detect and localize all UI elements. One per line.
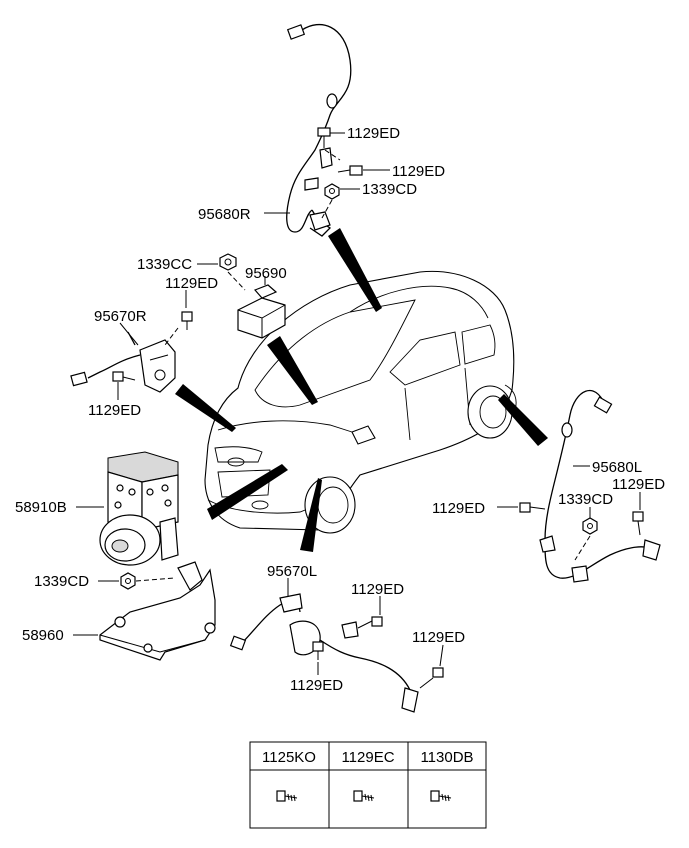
label-1339CD-top: 1339CD [362, 181, 417, 198]
bolt-icon [357, 616, 383, 629]
beam-yaw-sensor [267, 336, 318, 405]
table-header-3: 1130DB [420, 749, 473, 766]
bolt-icon [112, 371, 136, 382]
label-1129ED-front-left-c: 1129ED [412, 629, 465, 646]
beam-rear-left [498, 394, 548, 446]
label-95690: 95690 [245, 265, 287, 282]
hecu-bracket [73, 561, 216, 661]
bolt-icon [181, 311, 193, 330]
rear-left-wheel-speed-sensor [497, 390, 661, 583]
label-95670L: 95670L [267, 563, 317, 580]
front-left-wheel-speed-sensor [229, 578, 444, 713]
label-1339CC: 1339CC [137, 256, 192, 273]
bolt-icon [519, 502, 546, 513]
label-58910B: 58910B [15, 499, 67, 516]
label-1129ED-front-left-a: 1129ED [351, 581, 404, 598]
beam-rear-right [328, 228, 382, 312]
label-1129ED-rear-left-a: 1129ED [432, 500, 485, 517]
table-header-1: 1125KO [262, 749, 316, 766]
beam-hecu [207, 464, 288, 520]
bolt-icon [337, 165, 363, 176]
bolt-icon [317, 127, 331, 148]
nut-icon [120, 572, 136, 590]
part-labels: 95680R 1129ED 1129ED 1339CD 1339CC 1129E… [15, 125, 665, 694]
label-1129ED-rear-left-b: 1129ED [612, 476, 665, 493]
nut-icon [219, 253, 237, 271]
nut-icon [582, 517, 598, 535]
yaw-rate-sensor [181, 253, 286, 339]
beam-front-left [300, 478, 322, 552]
label-1339CD-bracket: 1339CD [34, 573, 89, 590]
bolt-icon [312, 641, 324, 660]
label-1339CD-rear-left: 1339CD [558, 491, 613, 508]
table-header-2: 1129EC [341, 749, 394, 766]
pointer-beams [175, 228, 548, 552]
bolt-icon [276, 790, 298, 802]
label-1129ED-center: 1129ED [165, 275, 218, 292]
label-1129ED-top-1: 1129ED [347, 125, 400, 142]
label-1129ED-front-right: 1129ED [88, 402, 141, 419]
label-58960: 58960 [22, 627, 64, 644]
bolt-icon [430, 790, 452, 802]
bolt-icon [632, 511, 644, 536]
label-95680L: 95680L [592, 459, 642, 476]
fastener-table: 1125KO 1129EC 1130DB [249, 741, 487, 829]
bolt-icon [419, 667, 444, 689]
bolt-icon [353, 790, 375, 802]
front-right-wheel-speed-sensor [70, 322, 179, 400]
rear-right-wheel-speed-sensor [264, 23, 390, 237]
beam-front-right [175, 384, 236, 432]
label-95680R: 95680R [198, 206, 251, 223]
label-1129ED-front-left-b: 1129ED [290, 677, 343, 694]
label-1129ED-top-2: 1129ED [392, 163, 445, 180]
hydraulic-control-unit [76, 451, 179, 566]
nut-icon [324, 183, 340, 200]
label-95670R: 95670R [94, 308, 147, 325]
